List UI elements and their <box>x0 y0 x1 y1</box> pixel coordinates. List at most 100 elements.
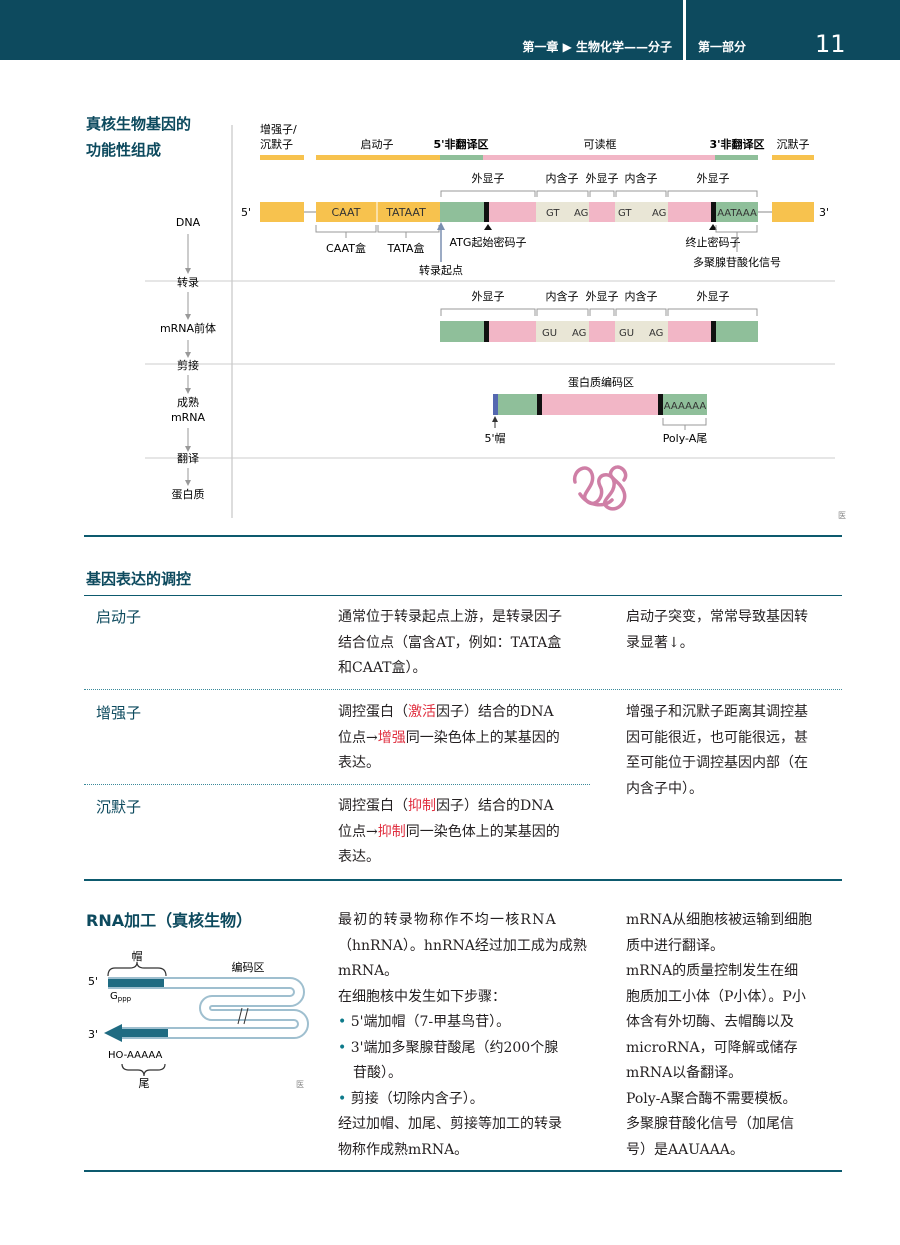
page-header <box>0 0 900 60</box>
silencer-desc-line: 调控蛋白（抑制因子）结合的DNA <box>338 794 560 820</box>
rna-processing-title: RNA加工（真核生物） <box>86 908 252 934</box>
silencer-desc-line: 位点→抑制同一染色体上的某基因的 <box>338 820 560 846</box>
col1-line: 经过加帽、加尾、剪接等加工的转录 <box>338 1112 587 1138</box>
col2-line: 多聚腺苷酸化信号（加尾信 <box>626 1112 812 1138</box>
tss-label: 转录起点 <box>419 263 463 277</box>
enhancer-description: 调控蛋白（激活因子）结合的DNA 位点→增强同一染色体上的某基因的 表达。 <box>338 700 560 777</box>
col1-bullet: • 5'端加帽（7-甲基鸟苷）。 <box>338 1010 587 1036</box>
step-pre-mrna: mRNA前体 <box>160 321 216 335</box>
gppp-label: Gppp <box>110 991 132 1003</box>
enhancer-label-2: 沉默子 <box>260 138 293 151</box>
col2-line: 质中进行翻译。 <box>626 934 812 960</box>
col2-line: 号）是AAUAAA。 <box>626 1138 812 1164</box>
enhancer-label-1: 增强子/ <box>260 122 297 136</box>
enhancer-note-line: 内含子中）。 <box>626 777 808 803</box>
pre-intron-label-1: 内含子 <box>546 289 579 303</box>
corner-mark-1: 医 <box>838 511 846 520</box>
promoter-desc-line: 和CAAT盒）。 <box>338 656 562 682</box>
step-translation: 翻译 <box>177 451 199 465</box>
chapter-title: 第一章 ▶ 生物化学——分子 <box>522 38 672 55</box>
enhancer-note-line: 至可能位于调控基因内部（在 <box>626 751 808 777</box>
promoter-desc-line: 结合位点（富含AT，例如：TATA盒 <box>338 631 562 657</box>
col2-line: 胞质加工小体（P小体）。P小 <box>626 985 812 1011</box>
col2-line: microRNA，可降解或储存 <box>626 1036 812 1062</box>
col2-line: mRNA的质量控制发生在细 <box>626 959 812 985</box>
enhancer-note-line: 因可能很近，也可能很远，甚 <box>626 726 808 752</box>
page-number: 11 <box>815 30 846 58</box>
rna-5prime: 5' <box>88 975 98 988</box>
col1-line: 最初的转录物称作不均一核RNA <box>338 908 587 934</box>
step-transcription: 转录 <box>177 275 199 289</box>
promoter-description: 通常位于转录起点上游，是转录因子 结合位点（富含AT，例如：TATA盒 和CAA… <box>338 605 562 682</box>
term-promoter: 启动子 <box>96 606 141 627</box>
pre-intron-label-2: 内含子 <box>625 289 658 303</box>
divider-3 <box>84 1170 842 1172</box>
step-mature-1: 成熟 <box>177 395 199 409</box>
rna-processing-diagram: 帽 编码区 5' Gppp 3' HO-AAAAA 尾 医 <box>80 942 320 1092</box>
col1-bullet: • 3'端加多聚腺苷酸尾（约200个腺 <box>338 1036 587 1062</box>
silencer-desc-line: 表达。 <box>338 845 560 871</box>
enhancer-note-line: 增强子和沉默子距离其调控基 <box>626 700 808 726</box>
col1-bullet-cont: 苷酸）。 <box>338 1061 587 1087</box>
promoter-note-line: 录显著↓。 <box>626 631 808 657</box>
tail-word-label: 尾 <box>139 1077 150 1090</box>
dna-intron-label-1: 内含子 <box>546 171 579 185</box>
divider-1 <box>84 535 842 537</box>
gu-seq-2: GU <box>619 328 634 339</box>
aaaaaa-seq: AAAAAA <box>664 401 707 412</box>
part-title: 第一部分 <box>698 38 746 55</box>
coding-region-label: 蛋白质编码区 <box>568 375 634 389</box>
dna-exon-label-1: 外显子 <box>472 172 505 185</box>
enhancer-silencer-note: 增强子和沉默子距离其调控基 因可能很近，也可能很远，甚 至可能位于调控基因内部（… <box>626 700 808 802</box>
promoter-note: 启动子突变，常常导致基因转 录显著↓。 <box>626 605 808 656</box>
start-codon-label: ATG起始密码子 <box>450 235 527 249</box>
enhancer-desc-line: 位点→增强同一染色体上的某基因的 <box>338 726 560 752</box>
promoter-note-line: 启动子突变，常常导致基因转 <box>626 605 808 631</box>
dna-step-label: DNA <box>176 216 201 229</box>
caat-box-label: CAAT盒 <box>326 241 366 255</box>
pre-ag-seq-1: AG <box>572 328 586 339</box>
polya-tail-label: Poly-A尾 <box>663 432 708 445</box>
enhancer-desc-line: 调控蛋白（激活因子）结合的DNA <box>338 700 560 726</box>
col1-line: mRNA。 <box>338 959 587 985</box>
col1-line: （hnRNA）。hnRNA经过加工成为成熟 <box>338 934 587 960</box>
corner-mark-2: 医 <box>296 1080 304 1089</box>
step-protein: 蛋白质 <box>172 487 205 501</box>
promoter-label: 启动子 <box>361 138 394 151</box>
enhancer-desc-line: 表达。 <box>338 751 560 777</box>
rna-processing-column-2: mRNA从细胞核被运输到细胞 质中进行翻译。 mRNA的质量控制发生在细 胞质加… <box>626 908 812 1163</box>
tata-box-label: TATA盒 <box>387 241 425 255</box>
coding-region-word-label: 编码区 <box>232 960 265 974</box>
dna-5prime: 5' <box>241 206 251 219</box>
col2-line: mRNA以备翻译。 <box>626 1061 812 1087</box>
protein-coil-icon <box>575 467 626 509</box>
gt-seq-2: GT <box>618 208 632 219</box>
pre-exon-label-2: 外显子 <box>586 290 619 303</box>
gene-structure-diagram: 增强子/ 沉默子 启动子 5'非翻译区 可读框 3'非翻译区 沉默子 外显子 内… <box>0 110 900 530</box>
dna-exon-label-3: 外显子 <box>697 172 730 185</box>
divider-2 <box>84 879 842 881</box>
silencer-description: 调控蛋白（抑制因子）结合的DNA 位点→抑制同一染色体上的某基因的 表达。 <box>338 794 560 871</box>
cap-label: 5'帽 <box>484 432 505 445</box>
cap-word-label: 帽 <box>132 950 143 963</box>
dotted-divider-2 <box>84 784 590 785</box>
dotted-divider-1 <box>84 689 842 690</box>
silencer-label: 沉默子 <box>777 138 810 151</box>
rna-processing-column-1: 最初的转录物称作不均一核RNA （hnRNA）。hnRNA经过加工成为成熟 mR… <box>338 908 587 1163</box>
dna-intron-label-2: 内含子 <box>625 171 658 185</box>
utr3-label: 3'非翻译区 <box>709 137 764 151</box>
regulation-title-rule <box>84 595 842 596</box>
step-splicing: 剪接 <box>177 358 199 372</box>
pre-exon-label-3: 外显子 <box>697 290 730 303</box>
ag-seq-2: AG <box>652 208 666 219</box>
col1-line: 在细胞核中发生如下步骤： <box>338 985 587 1011</box>
col2-line: 体含有外切酶、去帽酶以及 <box>626 1010 812 1036</box>
promoter-desc-line: 通常位于转录起点上游，是转录因子 <box>338 605 562 631</box>
tataat-seq: TATAAT <box>385 206 426 219</box>
aataaa-seq: AATAAA <box>717 208 757 219</box>
polya-signal-label: 多聚腺苷酸化信号 <box>693 255 781 269</box>
dna-3prime: 3' <box>819 206 829 219</box>
gt-seq-1: GT <box>546 208 560 219</box>
pre-exon-label-1: 外显子 <box>472 290 505 303</box>
term-enhancer: 增强子 <box>96 702 141 723</box>
